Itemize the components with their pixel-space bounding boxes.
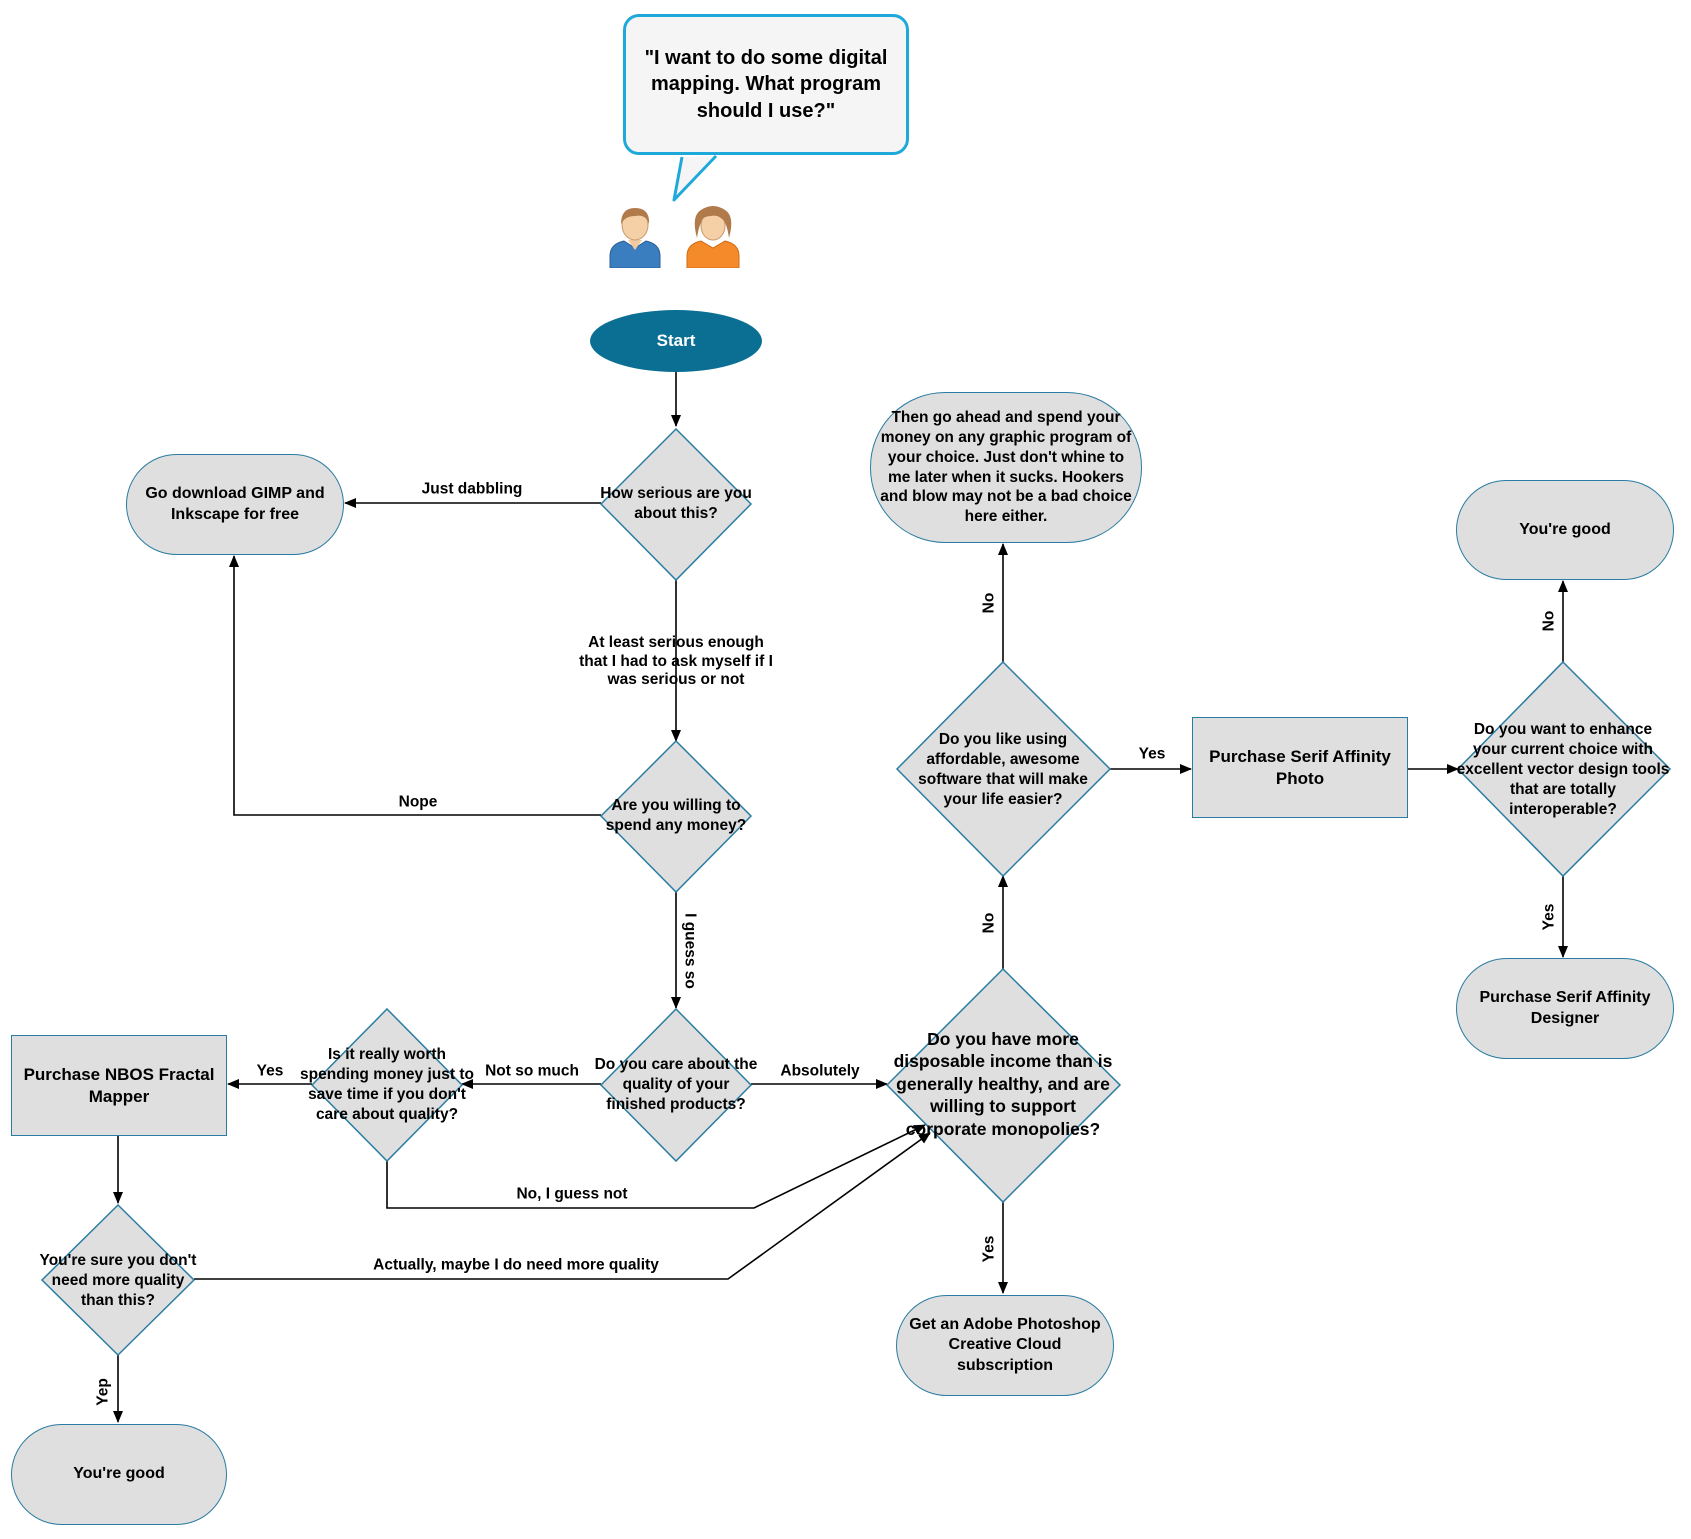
edge-actually-quality — [194, 1132, 931, 1280]
label-no-good: No — [1540, 610, 1558, 632]
label-serious-enough: At least serious enough that I had to as… — [579, 634, 773, 689]
label-nope: Nope — [398, 793, 438, 811]
label-not-so-much: Not so much — [485, 1062, 579, 1080]
label-yes-affinity: Yes — [1138, 745, 1166, 763]
person-male-icon — [609, 208, 661, 268]
diamond-worth-spending — [310, 1007, 464, 1163]
diamond-enhance — [1456, 660, 1672, 878]
speech-bubble: "I want to do some digital mapping. What… — [623, 14, 909, 155]
care-quality-text: Do you care about the quality of your fi… — [594, 1056, 758, 1113]
diamond-affordable — [895, 660, 1112, 878]
label-just-dabbling: Just dabbling — [421, 480, 523, 498]
affordable-text: Do you like using affordable, awesome so… — [918, 731, 1088, 808]
diamond-sure-quality — [40, 1203, 196, 1357]
label-no-guess-not: No, I guess not — [516, 1185, 628, 1203]
label-actually-quality: Actually, maybe I do need more quality — [373, 1256, 659, 1274]
gimp-node: Go download GIMP and Inkscape for free — [126, 454, 344, 555]
worth-spending-text: Is it really worth spending money just t… — [300, 1046, 474, 1123]
enhance-text: Do you want to enhance your current choi… — [1456, 721, 1670, 818]
label-yes-nbos: Yes — [256, 1062, 284, 1080]
label-yep: Yep — [94, 1378, 112, 1406]
how-serious-text: How serious are you about this? — [600, 485, 752, 522]
affinity-designer-node: Purchase Serif Affinity Designer — [1456, 958, 1674, 1059]
sure-quality-text: You're sure you don't need more quality … — [39, 1252, 197, 1309]
person-female-icon — [686, 206, 740, 268]
diamond-care-quality — [599, 1007, 753, 1163]
label-absolutely: Absolutely — [780, 1062, 860, 1080]
speech-bubble-tail — [672, 154, 718, 202]
any-program-node: Then go ahead and spend your money on an… — [870, 392, 1142, 543]
willing-spend-text: Are you willing to spend any money? — [605, 797, 747, 834]
diamond-willing-spend — [599, 739, 753, 894]
diamond-disposable — [885, 967, 1122, 1204]
nbos-node: Purchase NBOS Fractal Mapper — [11, 1035, 227, 1136]
edge-nope — [229, 555, 601, 816]
good-right-node: You're good — [1456, 480, 1674, 580]
good-left-node: You're good — [11, 1424, 227, 1525]
label-no-affordable: No — [980, 912, 998, 934]
photoshop-node: Get an Adobe Photoshop Creative Cloud su… — [896, 1295, 1114, 1396]
edge-no-guess-not — [386, 1124, 926, 1209]
label-i-guess-so: I guess so — [681, 913, 699, 989]
diamond-how-serious — [599, 427, 753, 582]
label-yes-photoshop: Yes — [980, 1235, 998, 1263]
affinity-photo-node: Purchase Serif Affinity Photo — [1192, 717, 1408, 818]
start-node: Start — [590, 310, 762, 372]
disposable-text: Do you have more disposable income than … — [893, 1029, 1113, 1139]
label-no-any-program: No — [980, 592, 998, 614]
label-yes-designer: Yes — [1540, 903, 1558, 931]
